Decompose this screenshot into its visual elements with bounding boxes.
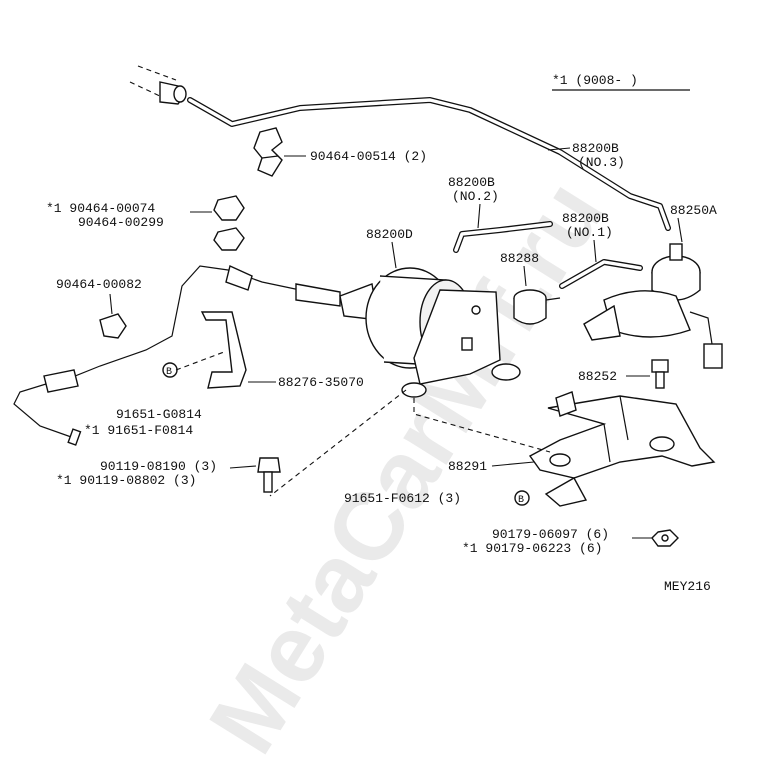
callout-88200b-no3: 88200B	[572, 141, 619, 156]
nut-90179	[651, 529, 679, 547]
callout-91651-f0612: 91651-F0612 (3)	[344, 491, 461, 506]
bolt-marker-b-1: B	[162, 362, 178, 378]
actuator-88200d	[339, 267, 521, 398]
callout-88291: 88291	[448, 459, 487, 474]
hose-88200b-no2	[453, 221, 553, 253]
callout-88200b-no2: 88200B	[448, 175, 495, 190]
bracket-88291	[528, 391, 716, 507]
clip-90464-00514	[253, 127, 283, 177]
valve-88288	[513, 289, 561, 325]
callout-90119-08802: *1 90119-08802 (3)	[56, 473, 196, 488]
callout-90464-00074: *1 90464-00074	[46, 201, 155, 216]
control-cable	[13, 265, 341, 446]
bolt-90119	[257, 457, 281, 493]
diagram-code: MEY216	[664, 579, 711, 594]
callout-88200b-no1: 88200B	[562, 211, 609, 226]
callout-90179-06223: *1 90179-06223 (6)	[462, 541, 602, 556]
callout-88200b-no2-sub: (NO.2)	[452, 189, 499, 204]
callout-88200d: 88200D	[366, 227, 413, 242]
serial-note: *1 (9008- )	[552, 73, 638, 88]
callout-90179-06097: 90179-06097 (6)	[492, 527, 609, 542]
callout-88252: 88252	[578, 369, 617, 384]
callout-88200b-no3-sub: (NO.3)	[578, 155, 625, 170]
callout-88250a: 88250A	[670, 203, 717, 218]
hose-88200b-no3	[187, 97, 671, 231]
vsv-88250a	[583, 243, 723, 369]
callout-88200b-no1-sub: (NO.1)	[566, 225, 613, 240]
callout-90119-08190: 90119-08190 (3)	[100, 459, 217, 474]
clip-90464-00082	[99, 313, 127, 339]
svg-text:B: B	[518, 495, 524, 506]
callout-91651-f0814: *1 91651-F0814	[84, 423, 193, 438]
callout-91651-g0814: 91651-G0814	[116, 407, 202, 422]
callout-90464-00299: 90464-00299	[78, 215, 164, 230]
switch-88252	[651, 359, 669, 389]
bracket-88276-35070	[200, 311, 247, 389]
svg-text:B: B	[166, 367, 172, 378]
hose-88200b-no1	[559, 259, 643, 289]
callout-88276-35070: 88276-35070	[278, 375, 364, 390]
clip-90464-00074	[213, 195, 245, 251]
callout-88288: 88288	[500, 251, 539, 266]
callout-90464-00082: 90464-00082	[56, 277, 142, 292]
callout-90464-00514: 90464-00514 (2)	[310, 149, 427, 164]
pipe-end-connector	[129, 65, 187, 105]
bolt-marker-b-2: B	[514, 490, 530, 506]
